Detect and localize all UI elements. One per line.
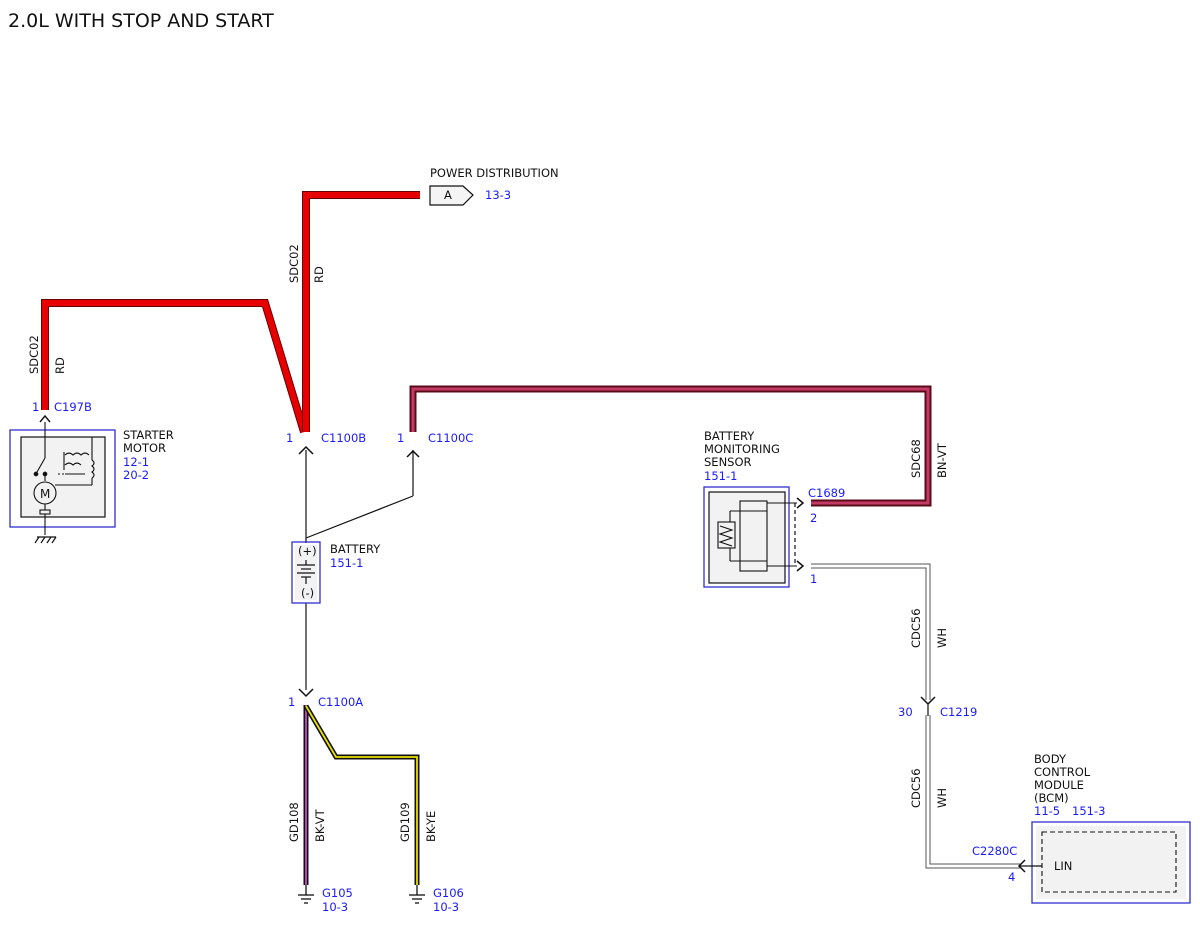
bcm-label-line2: CONTROL xyxy=(1034,765,1091,779)
g106-ref[interactable]: 10-3 xyxy=(433,900,459,914)
power-distribution-flag xyxy=(429,185,474,206)
wire-label-gd108: GD108 xyxy=(287,802,301,842)
power-distribution-ref[interactable]: 13-3 xyxy=(485,188,511,202)
battery-harness xyxy=(305,450,414,690)
starter-component-box xyxy=(9,429,116,528)
bms-connector[interactable]: C1689 xyxy=(808,486,845,500)
c1100a-terminal-icon xyxy=(298,688,314,698)
battery-monitoring-sensor[interactable]: BATTERY MONITORING SENSOR 151-1 C1689 2 … xyxy=(703,429,845,588)
starter-pin: 1 xyxy=(32,400,39,414)
page-title: 2.0L WITH STOP AND START xyxy=(8,10,274,32)
battery-component-box xyxy=(291,541,321,604)
starter-terminal-icon xyxy=(39,414,51,423)
wire-label-cdc56-upper: CDC56 xyxy=(909,608,923,648)
body-control-module[interactable]: BODY CONTROL MODULE (BCM) 11-5 151-3 LIN… xyxy=(972,752,1191,904)
wire-label-bk-ye: BK-YE xyxy=(424,811,438,842)
connector-c1100a[interactable]: 1 C1100A xyxy=(288,688,363,709)
power-distribution[interactable]: POWER DISTRIBUTION A 13-3 xyxy=(429,166,559,206)
bcm-label-line3: MODULE xyxy=(1034,778,1084,792)
c1100b-label[interactable]: C1100B xyxy=(321,431,366,445)
battery[interactable]: (+) (-) BATTERY 151-1 xyxy=(291,541,381,604)
g105-ground-icon xyxy=(298,885,314,904)
wire-label-gd109: GD109 xyxy=(398,802,412,842)
c1100a-pin: 1 xyxy=(288,695,295,709)
bcm-ref2[interactable]: 151-3 xyxy=(1072,804,1105,818)
g105-name[interactable]: G105 xyxy=(322,886,353,900)
battery-cell-icon xyxy=(297,560,315,584)
bms-pin-bottom: 1 xyxy=(810,572,817,586)
bms-label-line1: BATTERY xyxy=(704,429,755,443)
battery-minus: (-) xyxy=(301,586,314,600)
wire-label-rd-left: RD xyxy=(53,357,67,374)
wire-label-sdc02-left: SDC02 xyxy=(27,335,41,374)
bcm-ref1[interactable]: 11-5 xyxy=(1034,804,1060,818)
starter-label-line2: MOTOR xyxy=(123,441,166,455)
bms-ref[interactable]: 151-1 xyxy=(704,469,737,483)
connector-c1100c[interactable]: 1 C1100C xyxy=(397,431,473,458)
c1219-pin: 30 xyxy=(898,705,913,719)
battery-ref[interactable]: 151-1 xyxy=(330,556,363,570)
c1100c-terminal-icon xyxy=(406,449,420,458)
wire-gd109[interactable] xyxy=(303,704,420,885)
bcm-label-line4: (BCM) xyxy=(1034,791,1069,805)
wire-label-cdc56-lower: CDC56 xyxy=(909,768,923,808)
bcm-signal: LIN xyxy=(1054,859,1072,873)
svg-text:M: M xyxy=(40,487,50,501)
wire-label-sdc68: SDC68 xyxy=(909,439,923,478)
c1219-label[interactable]: C1219 xyxy=(940,705,977,719)
bms-label-line2: MONITORING xyxy=(704,442,780,456)
wire-label-wh-upper: WH xyxy=(935,628,949,648)
bms-component-box xyxy=(703,486,790,588)
wire-label-bk-vt: BK-VT xyxy=(313,808,327,842)
wire-label-rd-right: RD xyxy=(312,266,326,283)
ground-g105[interactable]: G105 10-3 xyxy=(298,885,353,914)
starter-motor-symbol-icon: M xyxy=(33,422,95,535)
c1100c-pin: 1 xyxy=(397,431,404,445)
g105-ref[interactable]: 10-3 xyxy=(322,900,348,914)
starter-ref1[interactable]: 12-1 xyxy=(123,455,149,469)
bcm-label-line1: BODY xyxy=(1034,752,1067,766)
starter-chassis-ground-icon xyxy=(34,536,57,544)
bms-pin1-terminal-icon xyxy=(796,560,805,572)
wire-label-bn-vt: BN-VT xyxy=(935,442,949,478)
bms-label-line3: SENSOR xyxy=(704,455,752,469)
c1100a-label[interactable]: C1100A xyxy=(318,695,363,709)
bcm-component-box xyxy=(1031,821,1191,904)
battery-plus: (+) xyxy=(298,544,317,558)
bcm-pin: 4 xyxy=(1008,870,1015,884)
starter-connector[interactable]: C197B xyxy=(54,400,92,414)
c1100c-label[interactable]: C1100C xyxy=(428,431,473,445)
starter-label-line1: STARTER xyxy=(123,428,174,442)
starter-ref2[interactable]: 20-2 xyxy=(123,468,149,482)
bms-pin2-terminal-icon xyxy=(796,497,805,509)
g106-name[interactable]: G106 xyxy=(433,886,464,900)
wire-cdc56[interactable] xyxy=(811,563,1020,869)
starter-motor[interactable]: 1 C197B M STARTER MOTOR xyxy=(9,400,174,544)
power-distribution-connector: A xyxy=(444,188,452,202)
wire-label-wh-lower: WH xyxy=(935,788,949,808)
c1100b-pin: 1 xyxy=(286,431,293,445)
bcm-inner-dashed-box xyxy=(1041,831,1177,893)
bms-inner-box xyxy=(708,491,786,584)
c1100b-terminal-icon xyxy=(298,445,314,455)
connector-c1219[interactable]: 30 C1219 xyxy=(898,696,977,719)
wire-sdc68[interactable] xyxy=(409,385,932,507)
wire-label-sdc02-right: SDC02 xyxy=(287,244,301,283)
bms-pin-top: 2 xyxy=(810,511,817,525)
bms-sensor-symbol-icon xyxy=(717,500,797,572)
wire-sdc02[interactable] xyxy=(41,191,420,434)
starter-inner-box xyxy=(20,436,106,518)
bcm-connector[interactable]: C2280C xyxy=(972,844,1017,858)
connector-c1100b[interactable]: 1 C1100B xyxy=(286,431,366,455)
battery-label: BATTERY xyxy=(330,542,381,556)
ground-g106[interactable]: G106 10-3 xyxy=(409,885,464,914)
g106-ground-icon xyxy=(409,885,425,904)
power-distribution-label: POWER DISTRIBUTION xyxy=(430,166,559,180)
